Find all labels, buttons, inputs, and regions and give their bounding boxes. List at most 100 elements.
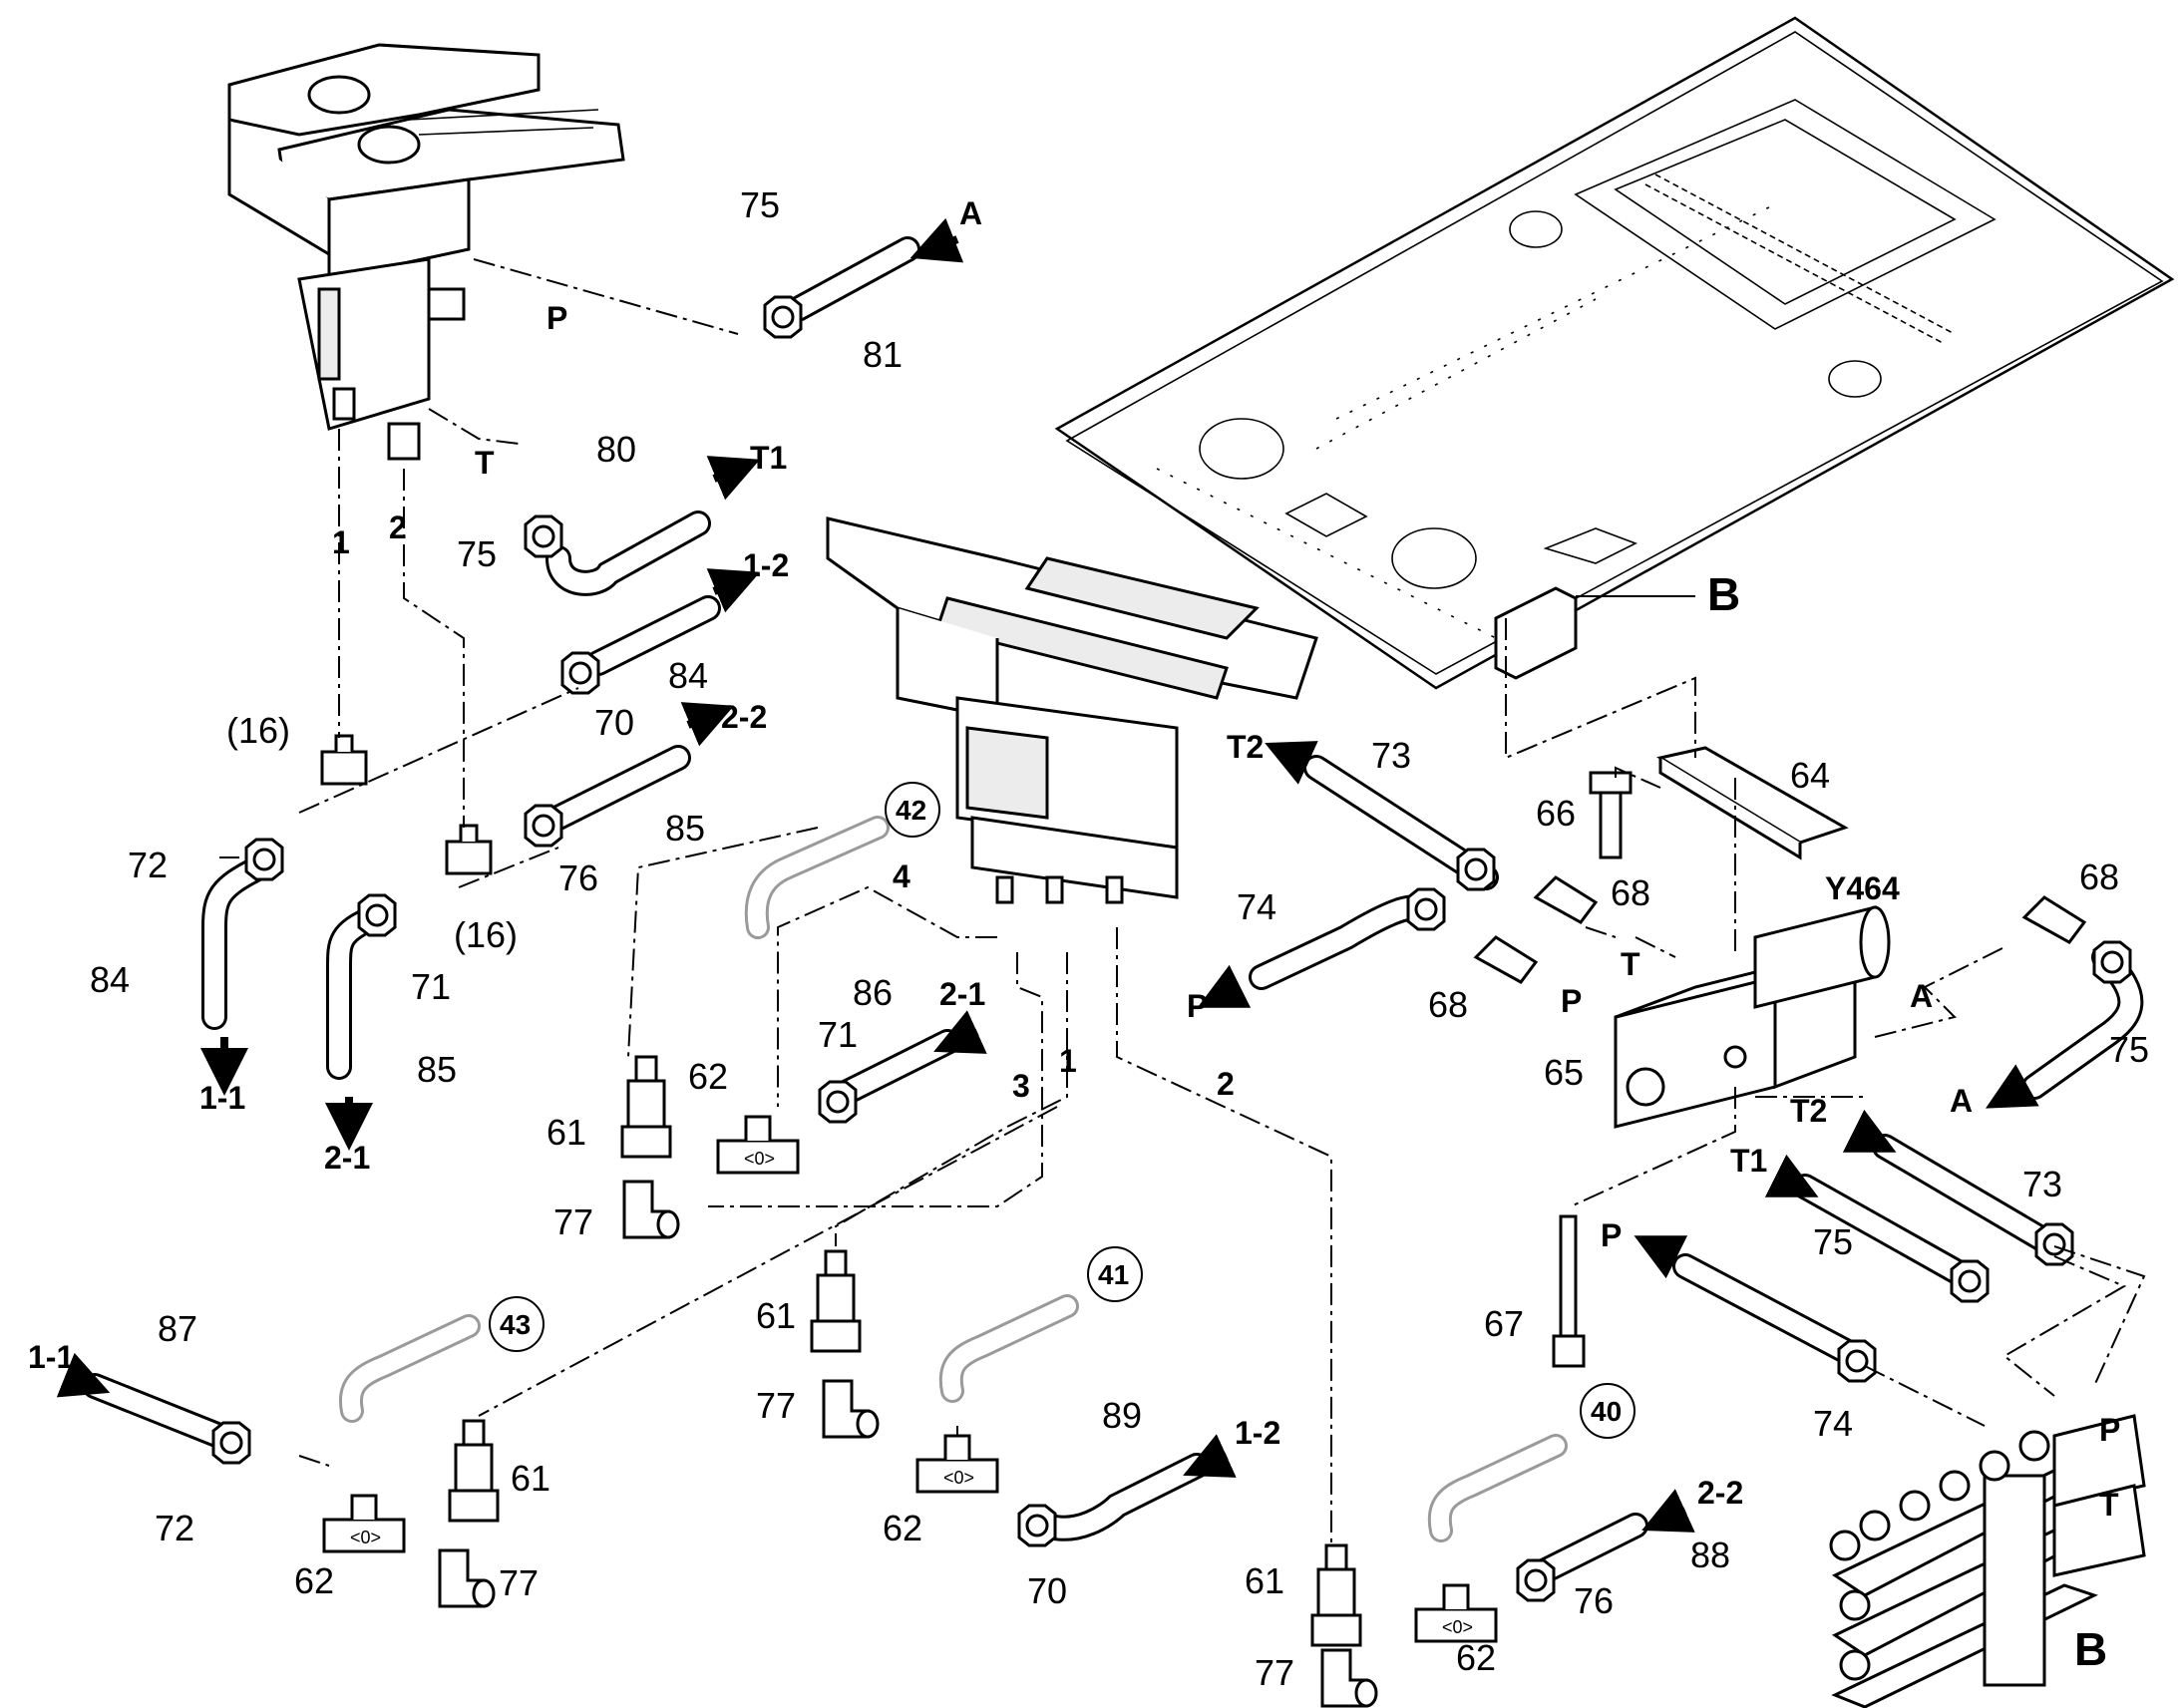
- arrow-icons: [56, 217, 2039, 1533]
- label-80: 80: [596, 429, 636, 470]
- svg-text:3: 3: [1012, 1068, 1030, 1104]
- label-65: 65: [1544, 1052, 1584, 1093]
- label-85: 85: [665, 808, 705, 849]
- label-71: 71: [818, 1014, 858, 1055]
- label-70: 70: [594, 702, 634, 743]
- bolt-66: [1589, 771, 1633, 859]
- label-68: 68: [2079, 856, 2119, 897]
- label-88: 88: [1690, 1535, 1730, 1575]
- svg-text:T: T: [1621, 946, 1640, 982]
- label-61: 61: [1245, 1560, 1284, 1601]
- label-74: 74: [1813, 1403, 1853, 1444]
- label-81: 81: [863, 334, 903, 375]
- line-labels: 1 2 4 3 1 2: [332, 510, 1235, 1104]
- svg-text:43: 43: [500, 1309, 531, 1340]
- label-72: 72: [155, 1508, 194, 1548]
- bolt-67: [1552, 1214, 1586, 1368]
- svg-text:1: 1: [1059, 1043, 1077, 1079]
- label-89: 89: [1102, 1395, 1142, 1436]
- label-61: 61: [756, 1295, 796, 1336]
- port-labels: A P T T1 1-2 2-2 1-1 2-1 T2 P T P A A T2…: [28, 195, 2120, 1523]
- svg-text:A: A: [1910, 978, 1933, 1014]
- hoses: [82, 236, 2144, 1602]
- callout-41: 41: [1087, 1246, 1143, 1302]
- label-85: 85: [417, 1049, 457, 1090]
- label-62: 62: [294, 1560, 334, 1601]
- svg-text:1-2: 1-2: [1235, 1415, 1280, 1451]
- ghost-hoses: [338, 816, 1568, 1542]
- label-86: 86: [853, 972, 893, 1013]
- svg-text:1-1: 1-1: [199, 1080, 245, 1116]
- svg-text:1: 1: [332, 524, 350, 560]
- label-62: 62: [883, 1508, 922, 1548]
- label-62: 62: [688, 1056, 728, 1097]
- svg-text:2-1: 2-1: [939, 976, 985, 1012]
- svg-text:A: A: [1950, 1083, 1973, 1119]
- label-76: 76: [558, 857, 598, 898]
- label-77: 77: [1255, 1652, 1294, 1693]
- label-68: 68: [1428, 984, 1468, 1025]
- label-77: 77: [756, 1385, 796, 1426]
- fittings: [320, 734, 2087, 1708]
- detail-label-b-bottom: B: [2074, 1623, 2107, 1675]
- svg-text:2: 2: [1217, 1066, 1235, 1102]
- label-87: 87: [158, 1308, 197, 1349]
- label-16: (16): [226, 710, 290, 751]
- solenoid-valve-icon: [1614, 905, 1891, 1129]
- label-77: 77: [553, 1201, 593, 1242]
- label-76: 76: [1574, 1580, 1614, 1621]
- label-84: 84: [668, 655, 708, 696]
- svg-text:Y464: Y464: [1825, 870, 1900, 906]
- connection-lines: [219, 258, 2146, 1545]
- label-62: 62: [1456, 1637, 1496, 1678]
- callout-42: 42: [885, 782, 940, 838]
- label-61: 61: [546, 1112, 586, 1153]
- label-75: 75: [457, 533, 497, 574]
- svg-text:2-2: 2-2: [721, 699, 767, 735]
- svg-text:T: T: [2099, 1487, 2119, 1523]
- pedal-valve-icon-center: [826, 516, 1318, 904]
- svg-text:1-1: 1-1: [28, 1339, 74, 1375]
- label-73: 73: [1371, 735, 1411, 776]
- callout-40: 40: [1580, 1383, 1635, 1439]
- svg-text:T1: T1: [750, 440, 787, 476]
- svg-text:T: T: [475, 445, 495, 481]
- label-74: 74: [1237, 886, 1276, 927]
- label-70: 70: [1027, 1570, 1067, 1611]
- svg-text:T2: T2: [1790, 1093, 1827, 1129]
- label-16: (16): [454, 914, 518, 955]
- label-73: 73: [2022, 1164, 2062, 1204]
- label-71: 71: [411, 966, 451, 1007]
- svg-text:P: P: [2099, 1412, 2120, 1448]
- label-75: 75: [1813, 1221, 1853, 1262]
- svg-text:40: 40: [1591, 1396, 1622, 1427]
- svg-text:42: 42: [896, 795, 926, 826]
- svg-text:4: 4: [893, 858, 910, 894]
- label-66: 66: [1536, 793, 1576, 834]
- svg-text:41: 41: [1098, 1259, 1129, 1290]
- svg-text:2-1: 2-1: [324, 1140, 370, 1176]
- label-64: 64: [1790, 755, 1830, 796]
- svg-text:2-2: 2-2: [1697, 1475, 1743, 1511]
- svg-text:P: P: [1561, 983, 1582, 1019]
- bracket-b: [1494, 586, 1695, 680]
- pedal-valve-icon: [227, 43, 625, 461]
- svg-text:P: P: [1187, 988, 1208, 1024]
- svg-text:2: 2: [389, 510, 407, 545]
- label-68: 68: [1611, 872, 1650, 913]
- label-84: 84: [90, 959, 130, 1000]
- svg-text:1-2: 1-2: [743, 547, 789, 583]
- part-labels: 75 81 80 75 84 70 (16) (16) 72 84 76 85 …: [90, 184, 2149, 1693]
- label-72: 72: [128, 845, 168, 885]
- detail-label-b-top: B: [1707, 568, 1740, 620]
- svg-text:P: P: [546, 300, 567, 336]
- manifold-block-icon: [1829, 1414, 2146, 1708]
- label-67: 67: [1484, 1303, 1524, 1344]
- label-77: 77: [499, 1562, 539, 1603]
- label-75: 75: [2109, 1029, 2149, 1070]
- callout-43: 43: [489, 1296, 545, 1352]
- floor-plate-icon: [1054, 16, 2175, 690]
- label-75: 75: [740, 184, 780, 225]
- svg-text:T2: T2: [1227, 729, 1264, 765]
